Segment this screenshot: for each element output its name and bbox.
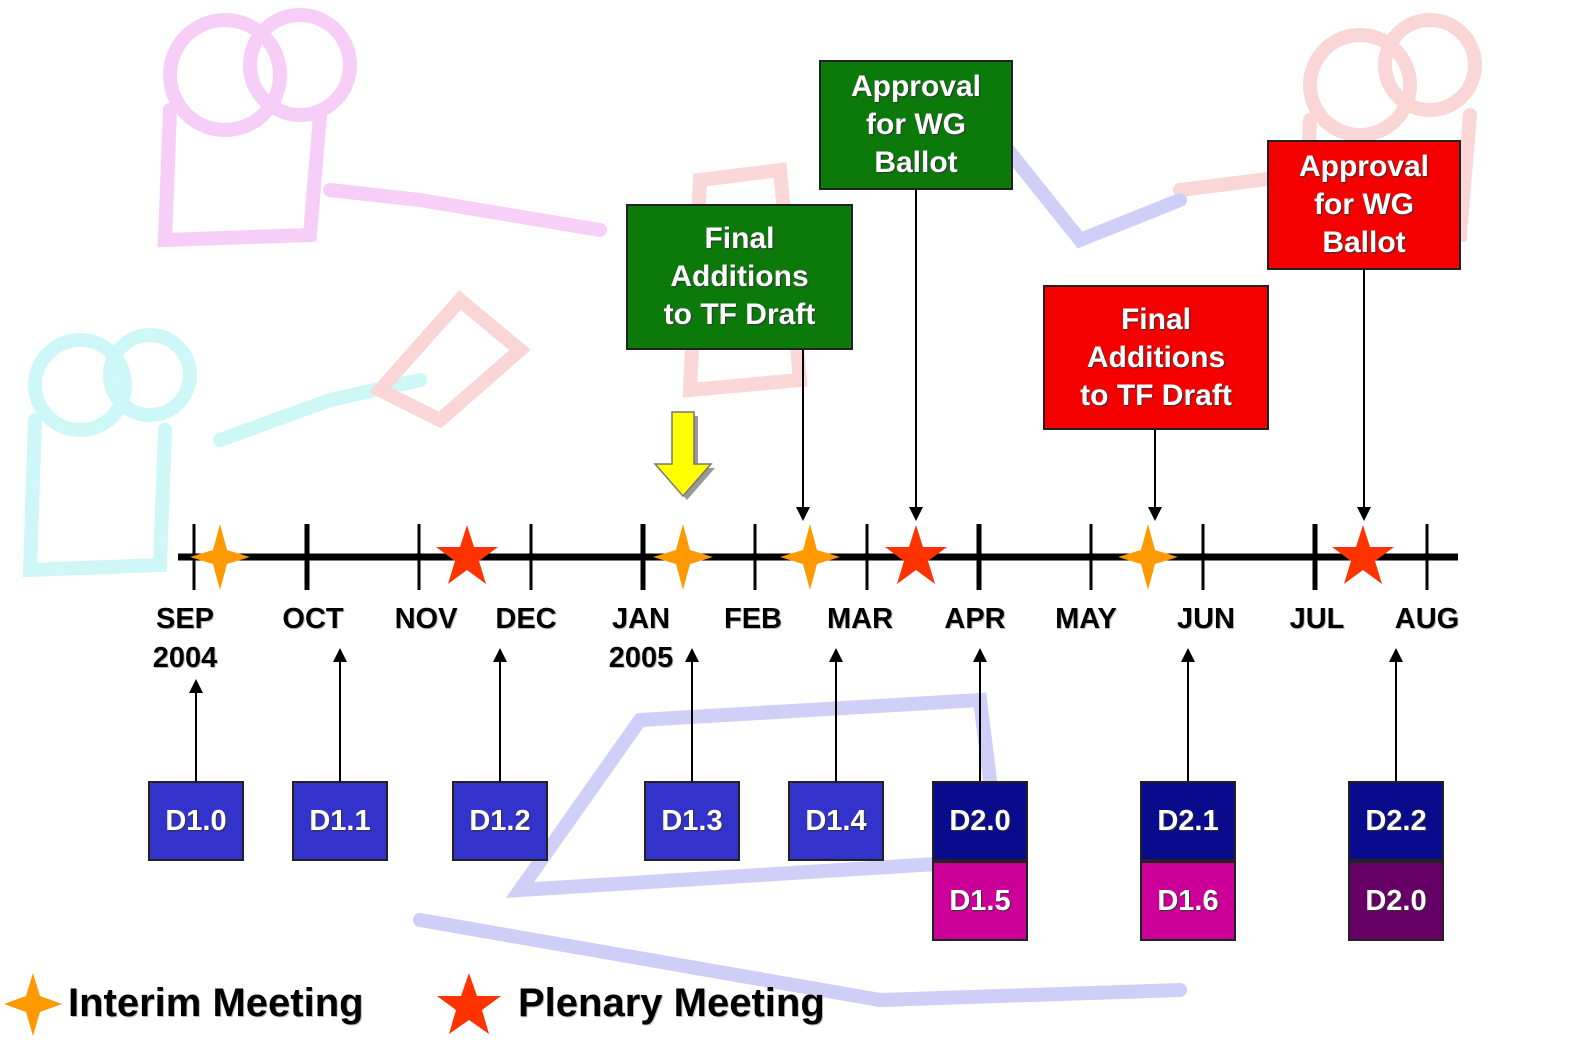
legend-interim-label: Interim Meeting [68,981,364,1025]
legend-plenary-label: Plenary Meeting [518,981,825,1025]
month-label-nov: NOV [394,603,458,635]
draft-box-d1-6: D1.6 [1140,861,1236,941]
month-label-jun: JUN [1176,603,1235,635]
draft-box-d2-2: D2.2 [1348,781,1444,861]
year-label-2004: 2004 [152,642,218,674]
draft-box-d1-2: D1.2 [452,781,548,861]
draft-box-d1-4: D1.4 [788,781,884,861]
draft-box-d1-5: D1.5 [932,861,1028,941]
callout-approval-red: Approval for WG Ballot [1267,140,1461,270]
month-label-apr: APR [944,603,1006,635]
legend-interim-icon [4,973,62,1036]
month-label-mar: MAR [826,603,894,635]
draft-box-d2-0-second: D2.0 [1348,861,1444,941]
draft-box-d2-1: D2.1 [1140,781,1236,861]
callout-approval-green: Approval for WG Ballot [819,60,1013,190]
legend-plenary-icon [437,973,501,1034]
month-label-feb: FEB [724,603,782,635]
draft-box-d1-1: D1.1 [292,781,388,861]
month-label-dec: DEC [495,603,557,635]
interim-meeting-marker [190,524,250,590]
month-label-sep: SEP [155,603,215,635]
interim-meeting-marker [780,524,840,590]
month-label-jan: JAN [611,603,670,635]
interim-meeting-marker [1118,524,1178,590]
plenary-meeting-marker [436,525,498,584]
draft-box-d1-0: D1.0 [148,781,244,861]
plenary-meeting-marker [1332,525,1394,584]
draft-box-d2-0: D2.0 [932,781,1028,861]
callout-final-additions-red: Final Additions to TF Draft [1043,285,1269,430]
year-label-2005: 2005 [608,642,674,674]
callout-connectors [796,190,1371,521]
month-label-oct: OCT [282,603,344,635]
draft-connectors [189,648,1403,781]
draft-box-d1-3: D1.3 [644,781,740,861]
plenary-meeting-marker [885,525,947,584]
interim-meeting-marker [653,524,713,590]
callout-final-additions-green: Final Additions to TF Draft [626,204,853,350]
month-ticks [192,524,1429,590]
month-label-aug: AUG [1394,603,1460,635]
current-position-arrow [653,411,715,500]
month-label-may: MAY [1055,603,1117,635]
month-label-jul: JUL [1289,603,1345,635]
